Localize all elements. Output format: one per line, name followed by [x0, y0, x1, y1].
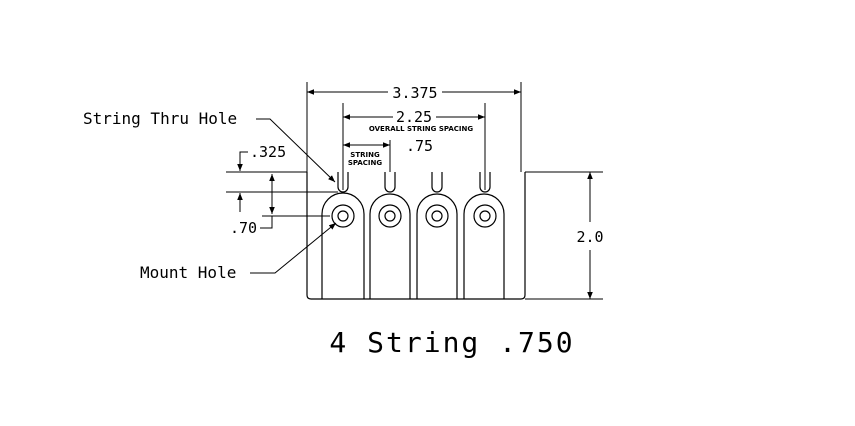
drawing-title: 4 String .750 — [329, 326, 574, 359]
saddle-4 — [463, 172, 505, 299]
string-spacing-value: .75 — [406, 137, 433, 155]
saddle-2 — [369, 172, 411, 299]
thru-hole-offset-value: .325 — [250, 143, 286, 161]
dim-mount-hole-offset: .70 — [230, 174, 275, 237]
callout-string-thru-hole: String Thru Hole — [83, 109, 336, 183]
overall-width-value: 3.375 — [392, 84, 437, 102]
dim-thru-hole-offset: .325 — [237, 143, 286, 212]
extension-lines-left — [226, 171, 338, 217]
dim-overall-width: 3.375 — [307, 84, 521, 102]
height-value: 2.0 — [576, 228, 603, 246]
saddle-1 — [321, 172, 365, 299]
dim-string-spacing: .75 STRING SPACING — [343, 137, 433, 167]
mount-hole-label: Mount Hole — [140, 263, 236, 282]
dim-height: 2.0 — [525, 171, 604, 300]
overall-string-spacing-value: 2.25 — [396, 108, 432, 126]
string-spacing-label-1: STRING — [350, 151, 380, 159]
string-thru-hole-label: String Thru Hole — [83, 109, 237, 128]
bridge-body — [306, 172, 526, 300]
overall-string-spacing-label: OVERALL STRING SPACING — [369, 125, 474, 133]
string-spacing-label-2: SPACING — [348, 159, 383, 167]
dim-string-spacing-overall: 2.25 OVERALL STRING SPACING — [343, 108, 485, 133]
callout-mount-hole: Mount Hole — [140, 222, 337, 282]
mount-hole-offset-value: .70 — [230, 219, 257, 237]
saddle-3 — [416, 172, 458, 299]
